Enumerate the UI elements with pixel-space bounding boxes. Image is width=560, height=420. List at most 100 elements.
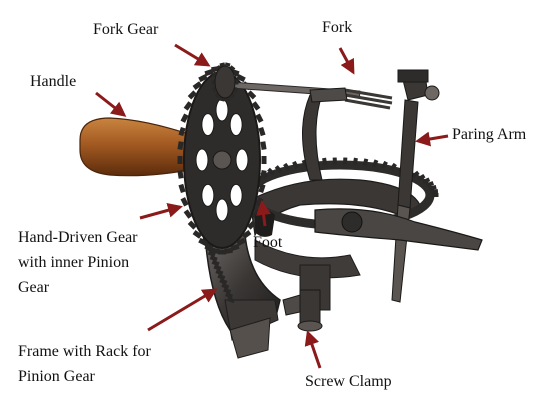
arrow-fork [338, 47, 355, 75]
arrow-hand-driven-gear [139, 202, 183, 220]
label-foot: Foot [253, 234, 283, 251]
gear-tooth [219, 62, 226, 67]
gear-tooth [224, 97, 231, 102]
gear-tooth [177, 141, 184, 150]
fork-gear [211, 62, 239, 102]
gear-tooth [192, 81, 203, 90]
gear-tooth [219, 97, 226, 102]
gear-tooth [422, 177, 431, 185]
gear-tooth [411, 170, 420, 179]
gear-tooth [180, 197, 189, 207]
gear-tooth [372, 159, 379, 168]
spoke-hole [195, 148, 209, 172]
gear-tooth [235, 79, 239, 85]
arrow-handle [95, 91, 127, 117]
gear-tooth [430, 188, 439, 194]
fork-gear-teeth [211, 62, 239, 102]
gear-tooth [211, 260, 220, 267]
frame-with-rack [202, 234, 281, 359]
gear-tooth [260, 170, 267, 179]
arrow-screw-clamp [304, 330, 322, 369]
gear-tooth [431, 193, 439, 197]
label-fork: Fork [322, 19, 353, 36]
gear-tooth [213, 264, 222, 271]
gear-tooth [217, 273, 226, 280]
gear-tooth [178, 183, 186, 194]
gear-tooth [215, 269, 224, 276]
gear-tooth [209, 255, 218, 262]
gear-tooth [214, 65, 221, 71]
arrow-frame-rack [147, 288, 218, 332]
gear-tooth [177, 156, 183, 164]
gear-tooth [211, 79, 215, 85]
gear-tooth [274, 165, 283, 174]
gear-tooth [192, 230, 203, 239]
gear-tooth [178, 126, 186, 137]
spoke-hole [229, 183, 243, 207]
gear-tooth [207, 250, 216, 257]
arrow-foot [256, 200, 271, 227]
gear-tooth [211, 86, 217, 93]
gear-tooth [428, 184, 437, 191]
gear-tooth [236, 237, 246, 247]
spoke-hole [215, 198, 229, 222]
blade-lever [314, 208, 483, 251]
spoke-hole [215, 98, 229, 122]
gear-tooth [180, 113, 189, 123]
screw-clamp [282, 289, 323, 332]
gear-tooth [233, 86, 239, 93]
gear-tooth [332, 157, 338, 165]
gear-tooth [292, 160, 299, 169]
gear-tooth [218, 249, 226, 255]
label-paring-arm: Paring Arm [452, 126, 527, 143]
gear-tooth [255, 113, 264, 123]
gear-tooth [258, 126, 266, 137]
gear-tooth [223, 287, 232, 294]
gear-tooth [352, 157, 358, 166]
label-screw-clamp: Screw Clamp [305, 373, 392, 390]
gear-tooth [187, 220, 197, 230]
arrow-paring-arm [415, 131, 449, 147]
gear-tooth [229, 65, 236, 71]
upright-frame [302, 87, 348, 181]
spoke-hole [201, 113, 215, 137]
label-frame-rack-line1: Frame with Rack for [18, 343, 151, 360]
label-arrows [95, 43, 449, 369]
gear-tooth [247, 220, 257, 230]
gear-tooth [258, 183, 266, 194]
gear-tooth [261, 156, 267, 164]
gear-tooth [198, 73, 208, 83]
gear-tooth [224, 62, 231, 67]
gear-tooth [283, 162, 291, 171]
spoke-hole [235, 148, 249, 172]
hand-driven-gear-spoke-holes [195, 98, 249, 222]
gear-tooth [219, 278, 228, 285]
gear-tooth [221, 283, 230, 290]
gear-tooth [198, 237, 208, 247]
gear-tooth [227, 296, 235, 304]
gear-tooth [236, 73, 246, 83]
gear-tooth [187, 90, 197, 100]
gear-tooth [230, 243, 240, 252]
gear-tooth [322, 157, 328, 166]
arrow-fork-gear [174, 43, 211, 67]
gear-tooth [177, 170, 184, 179]
label-hand-driven-gear-line1: Hand-Driven Gear [18, 229, 138, 246]
gear-tooth [225, 292, 234, 299]
spoke-hole [201, 183, 215, 207]
label-hand-driven-gear-line2: with inner Pinion [18, 254, 130, 271]
gear-tooth [233, 71, 239, 78]
gear-tooth [247, 90, 257, 100]
gear-tooth [417, 173, 426, 181]
gear-tooth [214, 93, 221, 99]
label-fork-gear: Fork Gear [93, 21, 159, 38]
gear-tooth [267, 167, 275, 176]
label-hand-driven-gear-line3: Gear [18, 279, 50, 296]
gear-tooth [426, 181, 434, 188]
gear-tooth [224, 247, 233, 254]
label-frame-rack-line2: Pinion Gear [18, 368, 95, 385]
gear-tooth [204, 243, 214, 252]
label-handle: Handle [30, 73, 77, 90]
